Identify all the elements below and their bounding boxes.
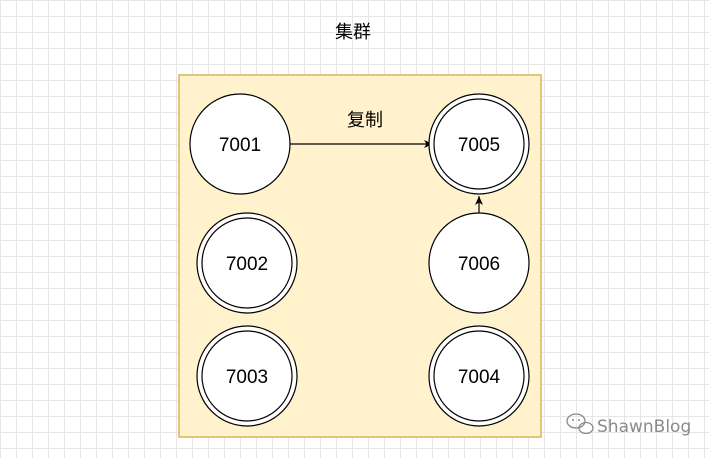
node-7003-inner-ring [201, 330, 293, 422]
node-7001-ring [189, 93, 291, 195]
node-7001-label: 7001 [219, 135, 261, 156]
node-7004-inner-ring [433, 330, 525, 422]
node-7006-label: 7006 [458, 254, 500, 275]
diagram-title: 集群 [335, 22, 371, 43]
node-7005-label: 7005 [458, 135, 500, 156]
node-7002-inner-ring [201, 217, 293, 309]
node-7004: 7004 [428, 325, 530, 427]
node-7004-label: 7004 [458, 367, 501, 388]
node-7003: 7003 [196, 325, 298, 427]
node-7006-ring [428, 212, 530, 314]
node-7005-inner-ring [433, 98, 525, 190]
node-7003-label: 7003 [226, 367, 268, 388]
node-7004-outer-ring [428, 325, 530, 427]
wechat-icon [566, 413, 594, 435]
node-7002-label: 7002 [226, 254, 268, 275]
node-7002-outer-ring [196, 212, 298, 314]
node-7001: 7001 [189, 93, 291, 195]
watermark: ShawnBlog [566, 413, 691, 437]
watermark-text: ShawnBlog [597, 417, 691, 437]
node-7003-outer-ring [196, 325, 298, 427]
node-7005: 7005 [428, 93, 530, 195]
node-7005-outer-ring [428, 93, 530, 195]
node-7002: 7002 [196, 212, 298, 314]
replication-edge-label: 复制 [347, 110, 383, 131]
node-7006: 7006 [428, 212, 530, 314]
